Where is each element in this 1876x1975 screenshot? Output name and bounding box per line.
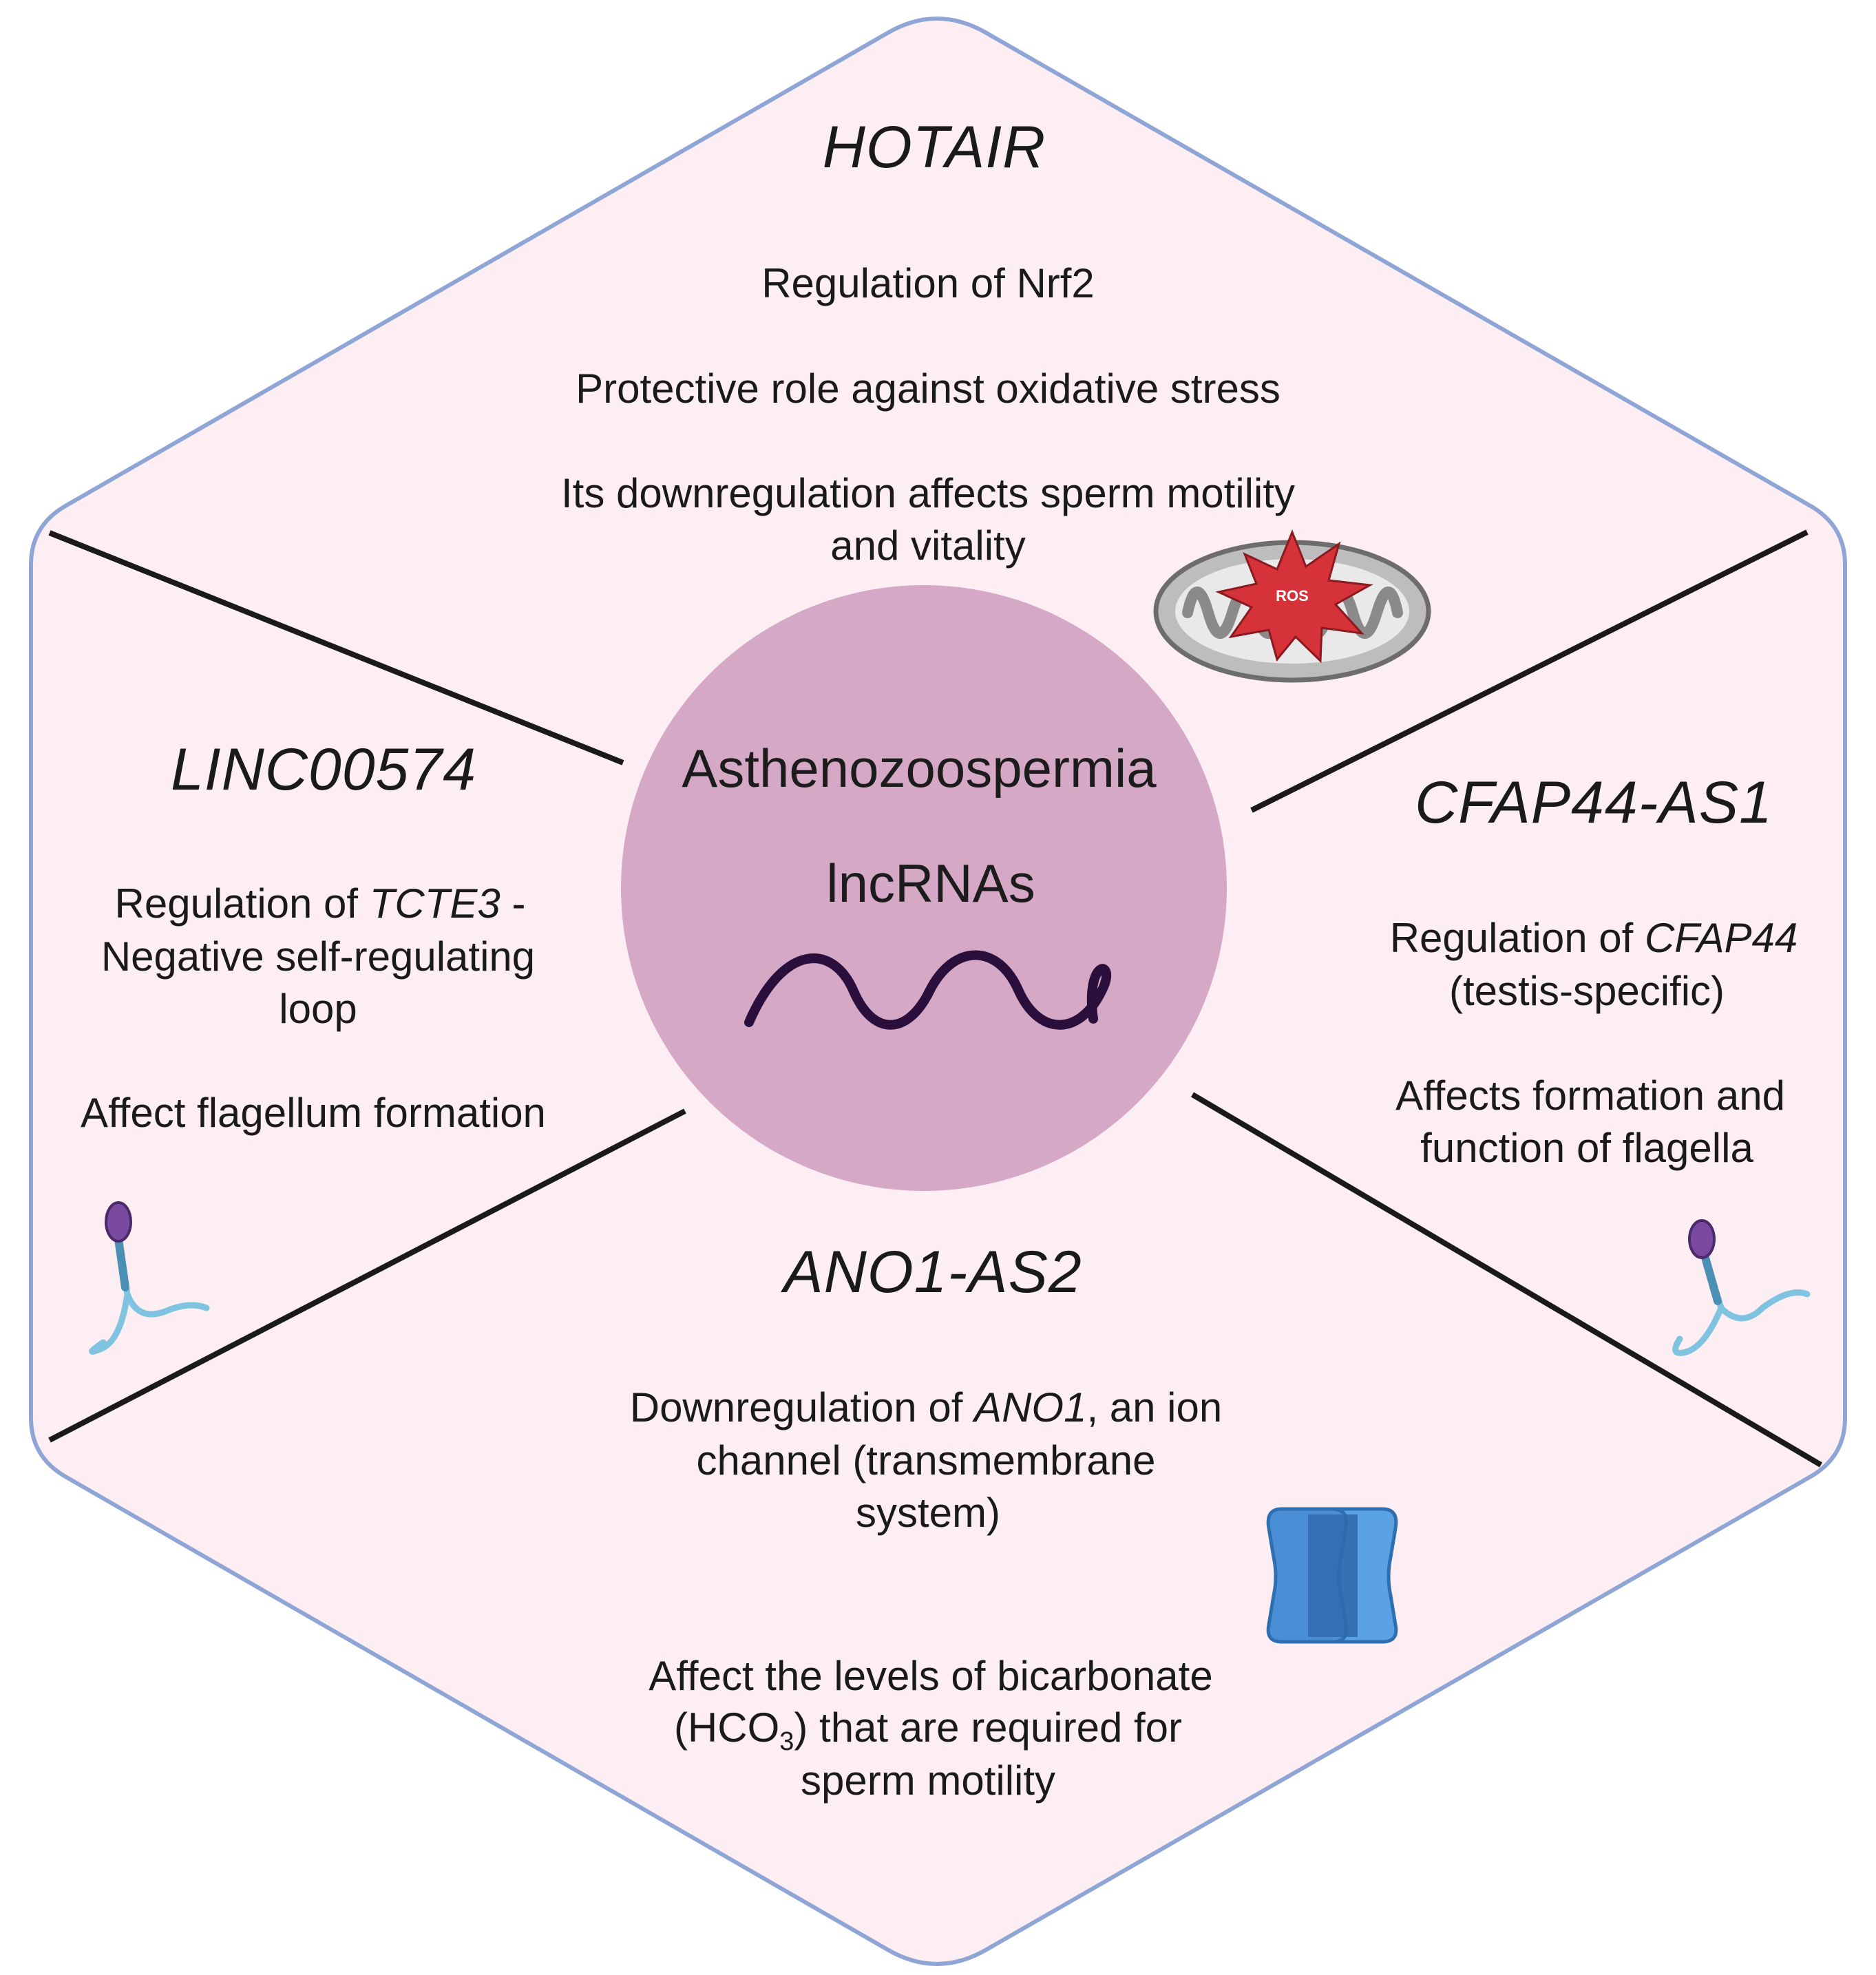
rna-strand-icon bbox=[744, 950, 1112, 1030]
ano1-text-2b: (HCO3) that are required for bbox=[674, 1704, 1182, 1756]
ion-channel-icon bbox=[1266, 1507, 1398, 1644]
ano1-text-1a-suffix: , an ion bbox=[1086, 1384, 1222, 1430]
cfap44-text-2a: Affects formation and bbox=[1395, 1073, 1785, 1119]
linc00574-text-2: Affect flagellum formation bbox=[81, 1090, 546, 1136]
divider-line-top-right bbox=[1250, 529, 1809, 813]
gene-ano1-as2: ANO1-AS2 bbox=[780, 1239, 1082, 1305]
cfap44-text-1a-prefix: Regulation of bbox=[1390, 915, 1645, 961]
hotair-text-2: Protective role against oxidative stress bbox=[576, 366, 1280, 412]
ros-burst-icon: ROS bbox=[1215, 529, 1373, 664]
linc00574-text-1a-prefix: Regulation of bbox=[115, 880, 370, 927]
sperm-icon bbox=[89, 1201, 210, 1355]
sperm-icon bbox=[1672, 1219, 1811, 1356]
gene-hotair: HOTAIR bbox=[823, 114, 1046, 180]
ros-label: ROS bbox=[1276, 587, 1309, 604]
linc00574-text-1a: Regulation of TCTE3 - bbox=[115, 880, 526, 927]
center-circle bbox=[621, 585, 1227, 1191]
center-title: Asthenozoospermia bbox=[682, 738, 1157, 799]
cfap44-text-1a: Regulation of CFAP44 bbox=[1390, 915, 1798, 961]
ano1-text-2a: Affect the levels of bicarbonate bbox=[649, 1653, 1212, 1699]
linc00574-text-1c: loop bbox=[279, 986, 357, 1032]
ano1-target-gene: ANO1 bbox=[972, 1384, 1086, 1430]
divider-line-top-left bbox=[48, 530, 624, 765]
ano1-text-1b: channel (transmembrane bbox=[696, 1437, 1155, 1483]
divider-line-bottom-left bbox=[48, 1108, 686, 1443]
cfap44-text-1b: (testis-specific) bbox=[1449, 968, 1725, 1014]
center-subtitle: lncRNAs bbox=[826, 853, 1035, 913]
ano1-text-1c: system) bbox=[856, 1490, 1000, 1536]
gene-linc00574: LINC00574 bbox=[171, 737, 476, 803]
hco3-subscript: 3 bbox=[779, 1727, 794, 1756]
ano1-text-2b-prefix: (HCO bbox=[674, 1704, 779, 1751]
linc00574-text-1a-suffix: - bbox=[500, 880, 526, 927]
hotair-text-1: Regulation of Nrf2 bbox=[761, 260, 1095, 306]
divider-line-bottom-right bbox=[1190, 1092, 1823, 1468]
linc00574-target-gene: TCTE3 bbox=[370, 880, 500, 927]
ano1-text-2c: sperm motility bbox=[801, 1757, 1055, 1804]
hotair-text-3a: Its downregulation affects sperm motilit… bbox=[561, 470, 1295, 516]
ano1-text-1a: Downregulation of ANO1, an ion bbox=[630, 1384, 1223, 1430]
ano1-text-1a-prefix: Downregulation of bbox=[630, 1384, 974, 1430]
ano1-text-2b-suffix: ) that are required for bbox=[794, 1704, 1182, 1751]
cfap44-target-gene: CFAP44 bbox=[1645, 915, 1798, 961]
linc00574-text-1b: Negative self-regulating bbox=[101, 933, 535, 980]
hotair-text-3b: and vitality bbox=[830, 522, 1025, 569]
cfap44-text-2b: function of flagella bbox=[1420, 1125, 1753, 1171]
gene-cfap44-as1: CFAP44-AS1 bbox=[1415, 770, 1773, 836]
